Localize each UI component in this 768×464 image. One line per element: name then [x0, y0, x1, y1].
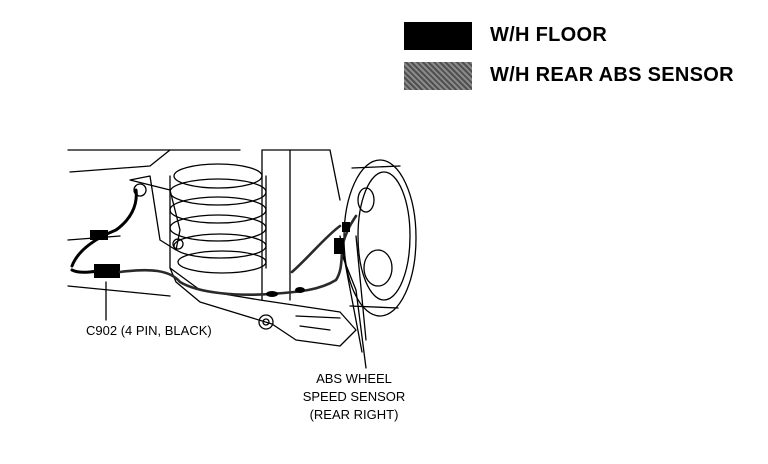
harness-clip — [90, 230, 108, 240]
sensor-label-line-3: (REAR RIGHT) — [309, 407, 399, 422]
legend-label-floor: W/H FLOOR — [490, 24, 608, 46]
abs-wheel-speed-sensor-label: ABS WHEEL SPEED SENSOR (REAR RIGHT) — [284, 370, 424, 424]
brake-drum — [343, 159, 417, 317]
body-panel — [261, 149, 341, 301]
lower-arm — [169, 267, 357, 347]
sensor-label-line-2: SPEED SENSOR — [302, 389, 406, 404]
coil-spring — [169, 163, 267, 274]
body-frame — [67, 149, 241, 297]
harness-clips — [266, 222, 350, 297]
sensor-pointer — [339, 249, 367, 369]
c902-connector — [94, 264, 120, 278]
legend-swatch-abs-sensor — [404, 62, 472, 90]
abs-sensor-harness — [118, 214, 358, 296]
legend-swatch-floor — [404, 22, 472, 50]
shock-bracket — [129, 175, 181, 251]
c902-label: C902 (4 PIN, BLACK) — [86, 323, 212, 338]
sensor-label-line-1: ABS WHEEL — [316, 371, 392, 386]
legend-label-abs-sensor: W/H REAR ABS SENSOR — [490, 64, 734, 86]
